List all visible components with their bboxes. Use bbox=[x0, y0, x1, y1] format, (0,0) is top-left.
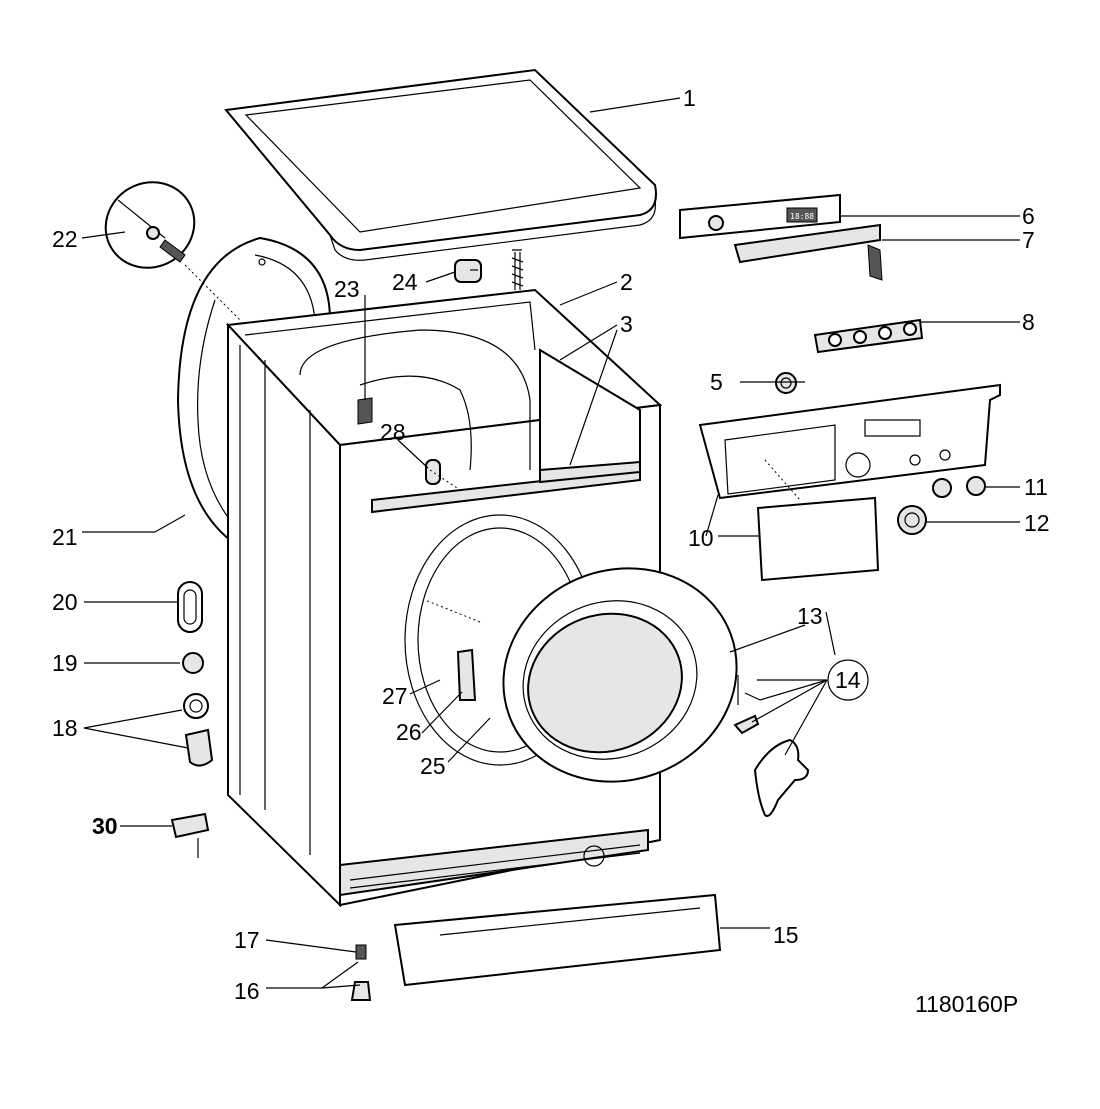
part-6-control-panel bbox=[679, 193, 841, 240]
callout-1: 1 bbox=[683, 85, 696, 111]
callout-15: 15 bbox=[773, 922, 799, 948]
part-16-foot bbox=[350, 981, 372, 1001]
drawing-code: 1180160P bbox=[915, 991, 1018, 1017]
callout-7: 7 bbox=[1022, 227, 1035, 253]
part-26-hinge bbox=[456, 648, 477, 701]
callout-12: 12 bbox=[1024, 510, 1050, 536]
callout-10: 10 bbox=[688, 525, 714, 551]
callout-22: 22 bbox=[52, 226, 78, 252]
spring bbox=[511, 249, 524, 290]
part-20-seal bbox=[177, 581, 203, 633]
callout-21: 21 bbox=[52, 524, 78, 550]
part-14-latch-parts bbox=[733, 675, 810, 817]
callout-17: 17 bbox=[234, 927, 260, 953]
part-2-cabinet bbox=[225, 288, 663, 908]
callout-24: 24 bbox=[392, 269, 418, 295]
callout-28: 28 bbox=[380, 419, 406, 445]
callout-8: 8 bbox=[1022, 309, 1035, 335]
part-1-top-lid bbox=[224, 68, 657, 261]
leader-lines bbox=[81, 97, 1020, 989]
part-7-board bbox=[733, 223, 883, 281]
part-13-door bbox=[502, 567, 738, 783]
callout-27: 27 bbox=[382, 683, 408, 709]
display-readout: 18:88 bbox=[790, 212, 814, 221]
callout-19: 19 bbox=[52, 650, 78, 676]
callout-5: 5 bbox=[710, 369, 723, 395]
callout-18: 18 bbox=[52, 715, 78, 741]
callout-6: 6 bbox=[1022, 203, 1035, 229]
part-3-rails bbox=[539, 348, 641, 484]
callout-30: 30 bbox=[92, 813, 118, 839]
part-24-clamp bbox=[454, 259, 482, 283]
callout-labels: 1 2 3 5 6 7 8 10 11 12 13 14 15 16 17 18… bbox=[52, 85, 1050, 1004]
part-28-clip bbox=[425, 459, 441, 485]
part-15-kickplate bbox=[393, 893, 722, 987]
callout-25: 25 bbox=[420, 753, 446, 779]
part-23-clip bbox=[357, 397, 373, 425]
detergent-drawer bbox=[756, 496, 880, 582]
part-8-switch-block bbox=[813, 318, 924, 354]
callout-2: 2 bbox=[620, 269, 633, 295]
part-18-pump-parts bbox=[183, 693, 214, 767]
part-22-detail-circle bbox=[104, 181, 241, 321]
callout-11: 11 bbox=[1024, 474, 1048, 500]
part-19-cap bbox=[182, 652, 204, 674]
part-30-switch bbox=[170, 812, 210, 858]
part-17-spring bbox=[355, 944, 367, 960]
part-21-rear-panel bbox=[176, 236, 331, 543]
part-12-knob bbox=[897, 505, 927, 535]
callout-20: 20 bbox=[52, 589, 78, 615]
callout-14-circle bbox=[827, 659, 869, 701]
part-10-fascia bbox=[698, 383, 1001, 500]
callout-23: 23 bbox=[334, 276, 360, 302]
callout-3: 3 bbox=[620, 311, 633, 337]
callout-13: 13 bbox=[797, 603, 823, 629]
part-11-knobs bbox=[932, 476, 986, 498]
callout-14: 14 bbox=[835, 667, 861, 693]
callout-16: 16 bbox=[234, 978, 260, 1004]
part-5-knob bbox=[775, 372, 797, 394]
callout-26: 26 bbox=[396, 719, 422, 745]
